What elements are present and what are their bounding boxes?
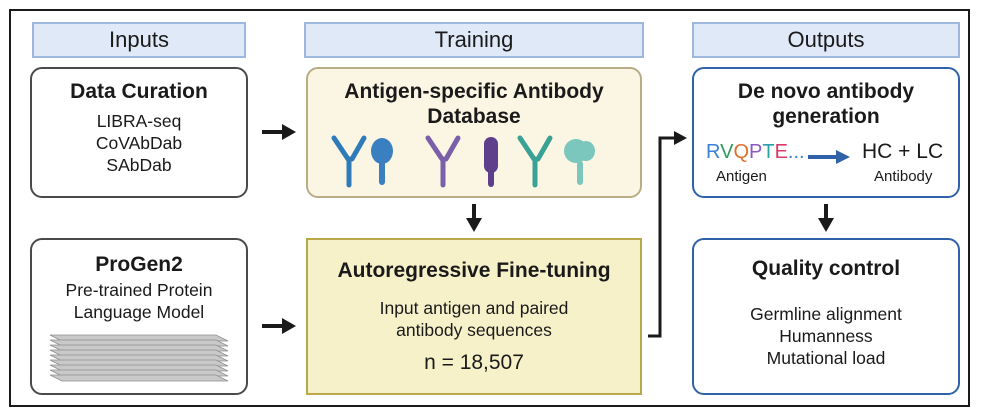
- arrow-finetune-to-generation: [648, 131, 687, 338]
- quality-control-title: Quality control: [751, 257, 901, 280]
- model-layers-icon: [49, 334, 229, 382]
- sequence-letter: ...: [787, 141, 805, 163]
- fine-tuning-description-line: antibody sequences: [396, 320, 552, 340]
- figure-frame: [9, 9, 970, 407]
- data-source-item: LIBRA-seq: [96, 111, 182, 131]
- generation-box: De novo antibody generation RVQPTE... An…: [692, 67, 960, 198]
- sample-count: n = 18,507: [424, 351, 524, 374]
- progen2-title: ProGen2: [95, 253, 183, 276]
- generation-title-line: generation: [772, 105, 880, 128]
- antibody-structures-icon: [331, 135, 595, 188]
- data-curation-title: Data Curation: [70, 80, 208, 103]
- database-title-line: Antigen-specific Antibody: [344, 80, 604, 103]
- sequence-letter: T: [762, 141, 775, 163]
- fine-tuning-description-line: Input antigen and paired: [379, 298, 569, 318]
- antigen-sequence: RVQPTE...: [706, 141, 805, 164]
- sequence-letter: E: [774, 141, 788, 163]
- sequence-letter: V: [720, 141, 734, 163]
- data-source-item: CoVAbDab: [95, 133, 183, 153]
- sequence-letter: Q: [733, 141, 749, 163]
- data-curation-box: Data Curation LIBRA-seq CoVAbDab SAbDab: [30, 67, 248, 198]
- header-inputs: Inputs: [32, 22, 246, 58]
- fine-tuning-title: Autoregressive Fine-tuning: [337, 259, 611, 282]
- antibody-label: Antibody: [874, 168, 933, 185]
- arrow-database-to-finetune: [466, 204, 482, 232]
- quality-control-box: Quality control Germline alignment Human…: [692, 238, 960, 395]
- generation-arrow-icon: [808, 150, 850, 164]
- quality-metric-item: Mutational load: [766, 348, 886, 368]
- arrow-progen-to-finetune: [262, 318, 296, 334]
- progen2-box: ProGen2 Pre-trained Protein Language Mod…: [30, 238, 248, 395]
- sequence-letter: P: [749, 141, 763, 163]
- antigen-label: Antigen: [716, 168, 767, 185]
- fine-tuning-box: Autoregressive Fine-tuning Input antigen…: [306, 238, 642, 395]
- sequence-letter: R: [706, 141, 721, 163]
- progen2-description-line: Pre-trained Protein: [65, 280, 213, 300]
- header-outputs: Outputs: [692, 22, 960, 58]
- hc-lc-result: HC + LC: [862, 140, 944, 163]
- quality-metric-item: Humanness: [779, 326, 873, 346]
- generation-title-line: De novo antibody: [737, 80, 915, 103]
- antibody-database-box: Antigen-specific Antibody Database: [306, 67, 642, 198]
- progen2-description-line: Language Model: [73, 302, 205, 322]
- data-source-item: SAbDab: [106, 155, 172, 175]
- header-training: Training: [304, 22, 644, 58]
- quality-metric-item: Germline alignment: [750, 304, 902, 324]
- arrow-curation-to-database: [262, 124, 296, 140]
- arrow-generation-to-quality: [818, 204, 834, 232]
- database-title-line: Database: [427, 105, 521, 128]
